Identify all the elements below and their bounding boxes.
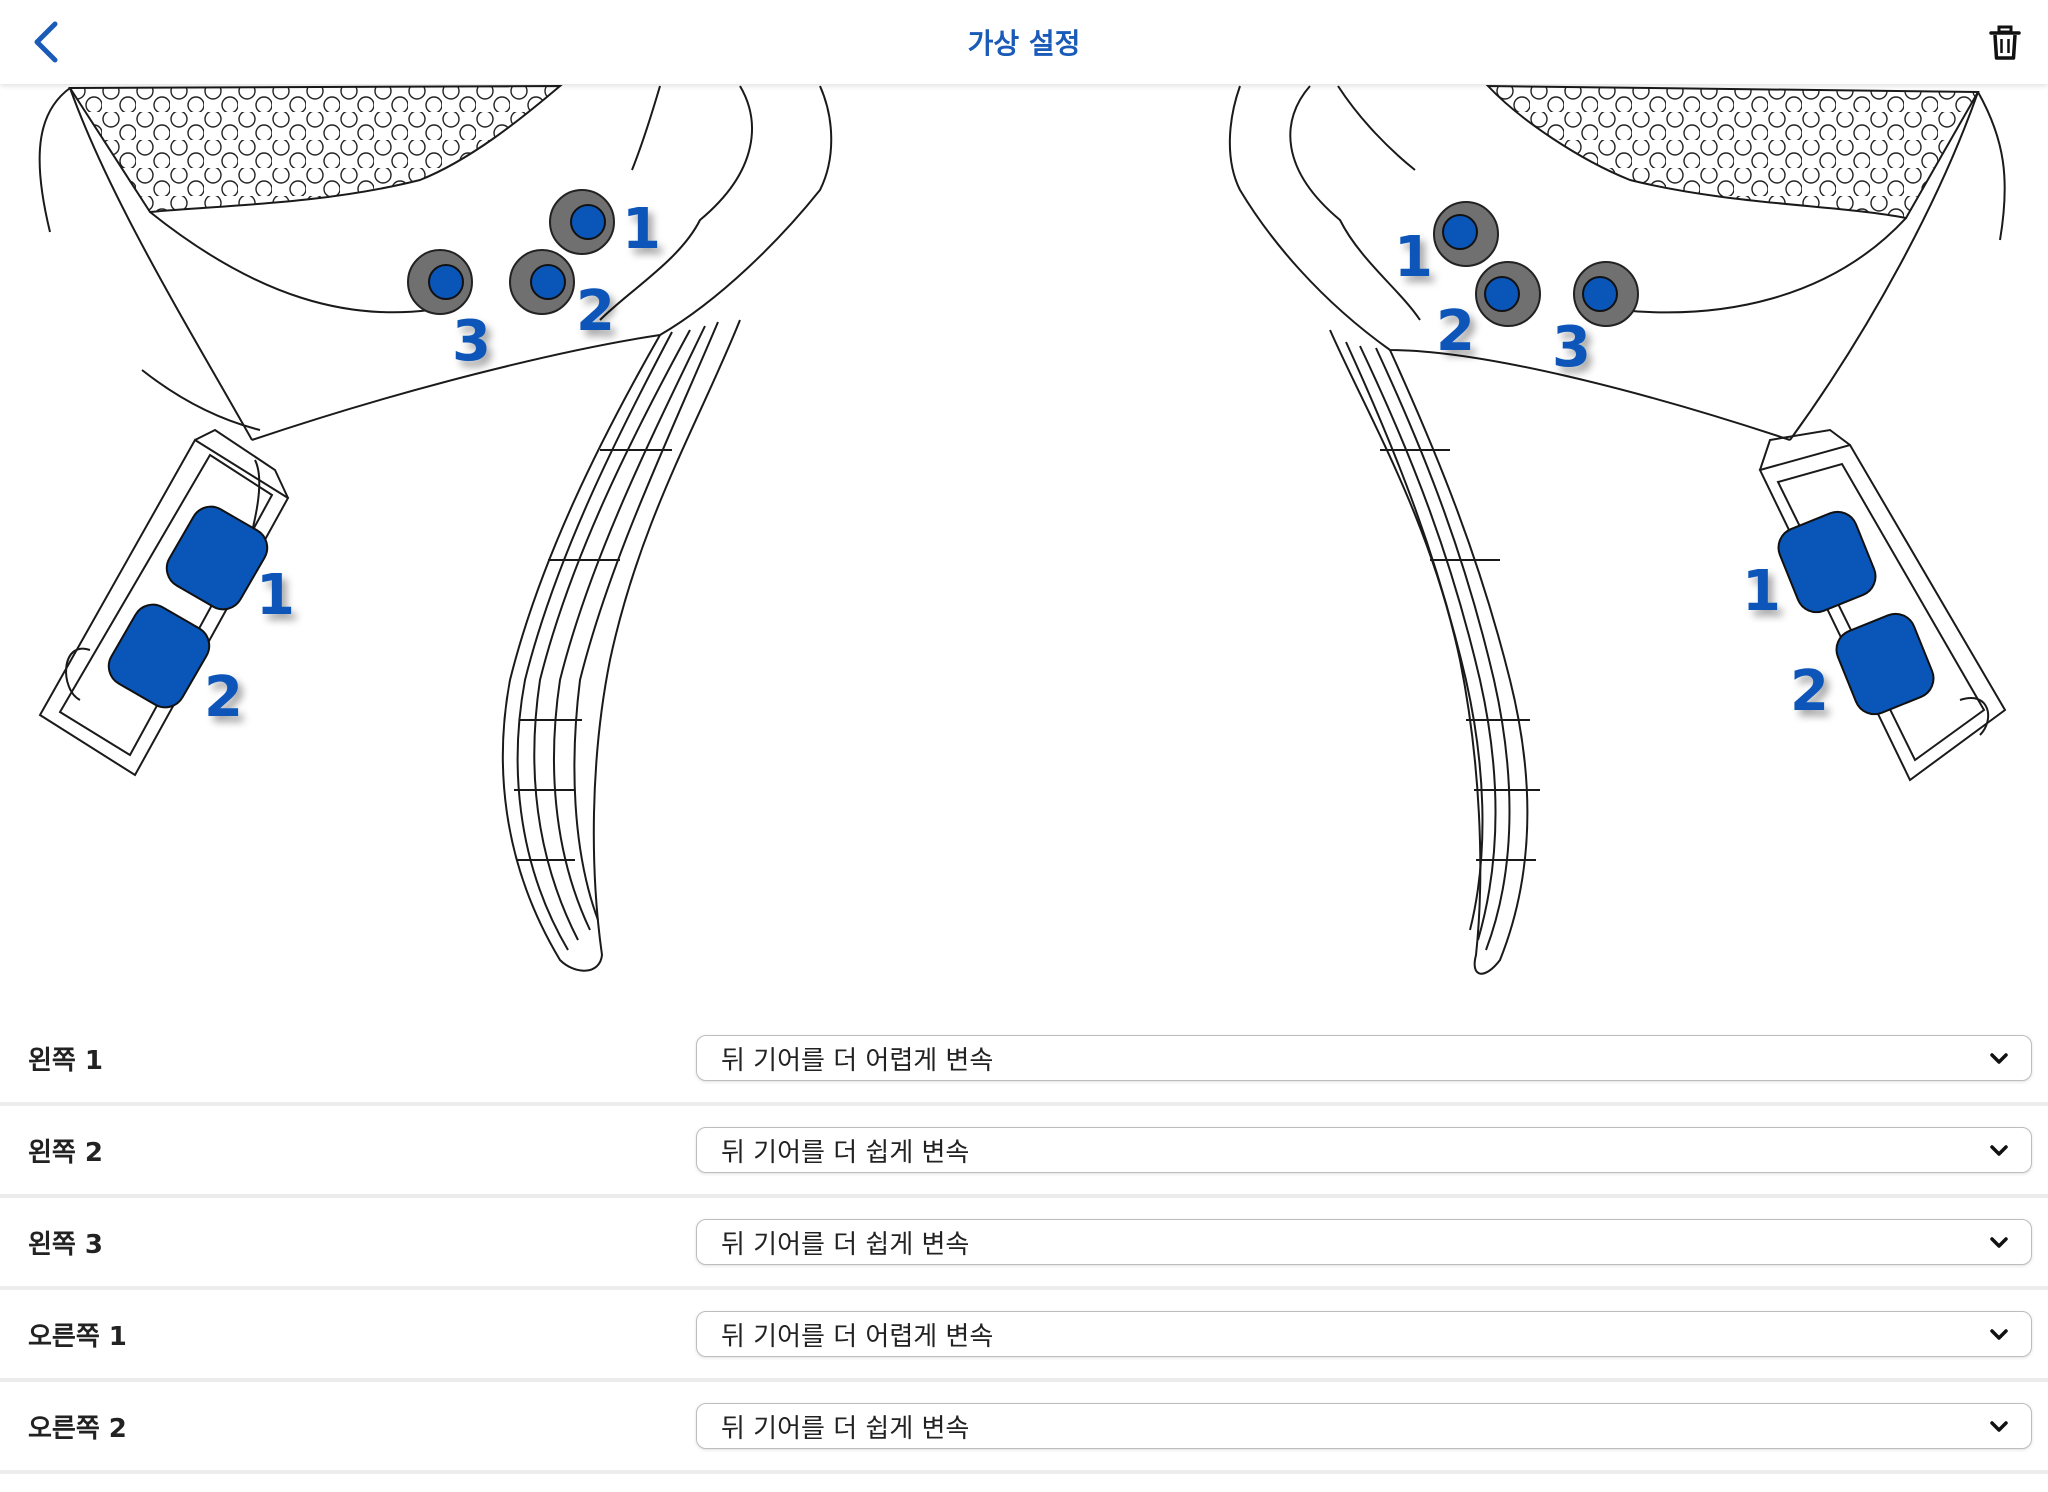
right-side-label-2: 2 bbox=[1790, 659, 1829, 724]
function-select-left-3[interactable]: 뒤 기어를 더 쉽게 변속 bbox=[696, 1219, 2032, 1265]
delete-button[interactable] bbox=[1984, 22, 2026, 64]
left-top-buttons bbox=[407, 189, 615, 315]
shifter-illustration: 1 2 3 1 2 bbox=[38, 84, 2007, 975]
select-value: 뒤 기어를 더 쉽게 변속 bbox=[721, 1229, 970, 1260]
chevron-left-icon bbox=[34, 21, 58, 63]
right-side-buttons bbox=[1773, 506, 1940, 720]
function-select-left-2[interactable]: 뒤 기어를 더 쉽게 변속 bbox=[696, 1127, 2032, 1173]
trash-icon bbox=[1989, 25, 2021, 60]
chevron-down-icon bbox=[1990, 1145, 2008, 1156]
assignment-row-right-2: 오른쪽 2 뒤 기어를 더 쉽게 변속 bbox=[0, 1382, 2048, 1474]
left-top-label-3: 3 bbox=[452, 309, 491, 374]
assignment-row-left-1: 왼쪽 1 뒤 기어를 더 어렵게 변속 bbox=[0, 1014, 2048, 1106]
right-side-button-2[interactable] bbox=[1831, 608, 1940, 720]
select-value: 뒤 기어를 더 쉽게 변속 bbox=[721, 1137, 970, 1168]
row-label: 왼쪽 2 bbox=[28, 1137, 103, 1168]
right-button-3[interactable] bbox=[1573, 261, 1639, 327]
assignment-row-left-2: 왼쪽 2 뒤 기어를 더 쉽게 변속 bbox=[0, 1106, 2048, 1198]
chevron-down-icon bbox=[1990, 1237, 2008, 1248]
right-lever bbox=[1228, 84, 2007, 975]
chevron-down-icon bbox=[1990, 1421, 2008, 1432]
right-side-label-1: 1 bbox=[1742, 559, 1781, 624]
page-title: 가상 설정 bbox=[967, 27, 1081, 60]
left-button-1[interactable] bbox=[549, 189, 615, 255]
left-side-label-2: 2 bbox=[204, 665, 243, 730]
function-select-right-1[interactable]: 뒤 기어를 더 어렵게 변속 bbox=[696, 1311, 2032, 1357]
assignment-row-right-1: 오른쪽 1 뒤 기어를 더 어렵게 변속 bbox=[0, 1290, 2048, 1382]
select-value: 뒤 기어를 더 쉽게 변속 bbox=[721, 1413, 970, 1444]
left-button-3[interactable] bbox=[407, 249, 473, 315]
left-side-label-1: 1 bbox=[256, 563, 295, 628]
left-side-button-1[interactable] bbox=[159, 499, 274, 616]
left-top-label-1: 1 bbox=[622, 197, 661, 262]
top-app-bar: 가상 설정 bbox=[0, 0, 2048, 84]
select-value: 뒤 기어를 더 어렵게 변속 bbox=[721, 1321, 994, 1352]
chevron-down-icon bbox=[1990, 1329, 2008, 1340]
function-select-left-1[interactable]: 뒤 기어를 더 어렵게 변속 bbox=[696, 1035, 2032, 1081]
right-button-2[interactable] bbox=[1475, 261, 1541, 327]
left-lever bbox=[38, 84, 833, 972]
back-button[interactable] bbox=[22, 18, 70, 66]
left-side-button-2[interactable] bbox=[101, 597, 216, 714]
select-value: 뒤 기어를 더 어렵게 변속 bbox=[721, 1045, 994, 1076]
left-top-label-2: 2 bbox=[576, 279, 615, 344]
row-label: 오른쪽 2 bbox=[28, 1413, 127, 1444]
row-label: 왼쪽 1 bbox=[28, 1045, 103, 1076]
right-button-1[interactable] bbox=[1433, 201, 1499, 267]
left-side-buttons bbox=[101, 499, 274, 714]
right-side-button-1[interactable] bbox=[1773, 506, 1882, 618]
right-top-label-1: 1 bbox=[1394, 225, 1433, 290]
right-top-label-3: 3 bbox=[1552, 315, 1591, 380]
row-label: 오른쪽 1 bbox=[28, 1321, 127, 1352]
function-select-right-2[interactable]: 뒤 기어를 더 쉽게 변속 bbox=[696, 1403, 2032, 1449]
right-top-buttons bbox=[1433, 201, 1639, 327]
chevron-down-icon bbox=[1990, 1053, 2008, 1064]
assignment-row-left-3: 왼쪽 3 뒤 기어를 더 쉽게 변속 bbox=[0, 1198, 2048, 1290]
button-assignment-list: 왼쪽 1 뒤 기어를 더 어렵게 변속 왼쪽 2 뒤 기어를 더 쉽게 변속 왼… bbox=[0, 1014, 2048, 1474]
row-label: 왼쪽 3 bbox=[28, 1229, 103, 1260]
left-button-2[interactable] bbox=[509, 249, 575, 315]
right-top-label-2: 2 bbox=[1436, 299, 1475, 364]
